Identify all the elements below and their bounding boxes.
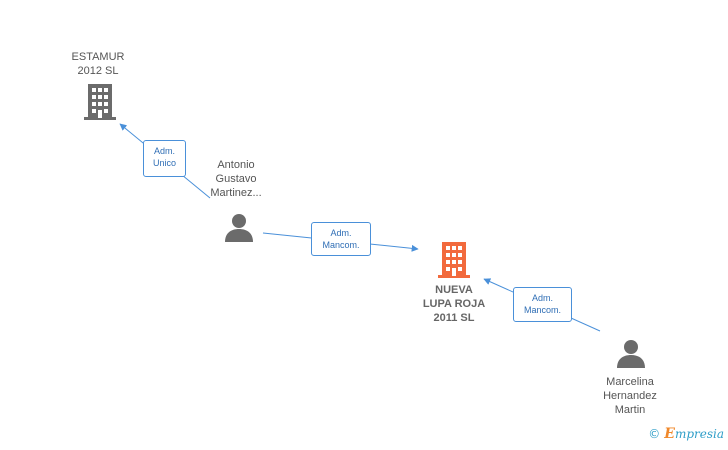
copyright-symbol: © <box>648 427 661 441</box>
node-label-estamur: ESTAMUR 2012 SL <box>58 50 138 78</box>
person-icon[interactable] <box>224 213 254 243</box>
node-label-line: Martinez... <box>210 187 262 199</box>
brand-initial: E <box>664 426 675 442</box>
node-label-nueva-lupa-roja: NUEVA LUPA ROJA 2011 SL <box>406 283 502 325</box>
relation-role: Adm. <box>330 228 352 238</box>
relation-box-adm-mancom-marcelina[interactable]: Adm. Mancom. <box>513 287 572 322</box>
node-label-line: NUEVA <box>435 284 473 296</box>
node-label-antonio: Antonio Gustavo Martinez... <box>196 158 276 200</box>
node-label-line: Gustavo <box>215 173 257 185</box>
node-label-line: Antonio <box>217 159 255 171</box>
node-label-line: 2011 SL <box>433 312 475 324</box>
brand-name: mpresia <box>674 427 724 441</box>
node-label-line: LUPA ROJA <box>422 298 486 310</box>
node-label-line: Martin <box>614 404 646 416</box>
relation-box-adm-unico[interactable]: Adm. Unico <box>143 140 186 177</box>
building-icon[interactable] <box>438 242 470 278</box>
person-icon[interactable] <box>616 339 646 369</box>
relation-role: Adm. <box>153 146 175 156</box>
building-icon[interactable] <box>84 84 116 120</box>
node-label-line: ESTAMUR <box>71 51 125 63</box>
relation-type: Mancom. <box>523 305 561 315</box>
node-label-marcelina: Marcelina Hernandez Martin <box>590 375 670 417</box>
node-label-line: Marcelina <box>606 376 654 388</box>
node-label-line: Hernandez <box>603 390 657 402</box>
relation-role: Adm. <box>531 293 553 303</box>
brand-footer[interactable]: ©Empresia <box>648 426 724 442</box>
relation-type: Unico <box>152 158 176 168</box>
node-label-line: 2012 SL <box>77 65 119 77</box>
relation-type: Mancom. <box>322 240 360 250</box>
relation-box-adm-mancom-antonio[interactable]: Adm. Mancom. <box>311 222 371 256</box>
